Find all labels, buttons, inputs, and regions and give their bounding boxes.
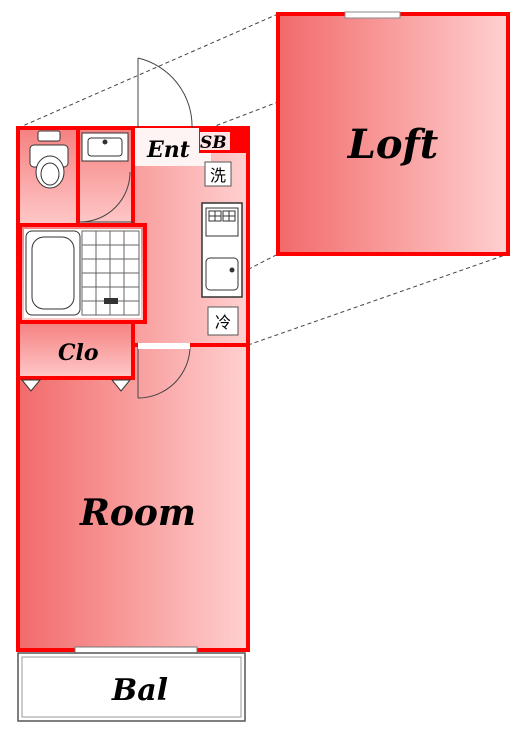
toilet-icon bbox=[29, 130, 69, 189]
fridge-label: 冷 bbox=[215, 313, 231, 332]
shoe-box-label: SB bbox=[200, 133, 227, 153]
washer-label: 洗 bbox=[210, 166, 226, 185]
faucet-icon bbox=[104, 298, 118, 304]
washroom-door bbox=[79, 171, 133, 223]
kitchen: 洗 冷 bbox=[201, 161, 243, 336]
washroom bbox=[76, 126, 135, 227]
window bbox=[74, 646, 198, 654]
stove-icon bbox=[205, 207, 239, 237]
shoe-box: SB bbox=[199, 127, 249, 153]
toilet-room bbox=[16, 126, 80, 227]
bathroom bbox=[18, 223, 147, 324]
sink-icon bbox=[205, 257, 239, 291]
room-door bbox=[137, 343, 191, 399]
entrance-label: Ent bbox=[146, 137, 190, 163]
loft-room: Loft bbox=[276, 11, 510, 256]
washer-box bbox=[204, 161, 232, 187]
main-room: Room bbox=[16, 343, 250, 652]
balcony-label: Bal bbox=[111, 673, 168, 708]
closet: Clo bbox=[16, 320, 135, 392]
room-label: Room bbox=[79, 492, 196, 534]
loft-projection-lines bbox=[17, 13, 509, 389]
balcony: Bal bbox=[17, 652, 246, 722]
loft-label: Loft bbox=[347, 121, 439, 168]
washbasin-icon bbox=[81, 132, 129, 162]
closet-doors bbox=[20, 379, 132, 392]
entrance-door bbox=[137, 57, 193, 129]
fridge-box bbox=[207, 306, 239, 336]
bathtub-icon bbox=[25, 230, 81, 316]
closet-label: Clo bbox=[58, 340, 99, 366]
